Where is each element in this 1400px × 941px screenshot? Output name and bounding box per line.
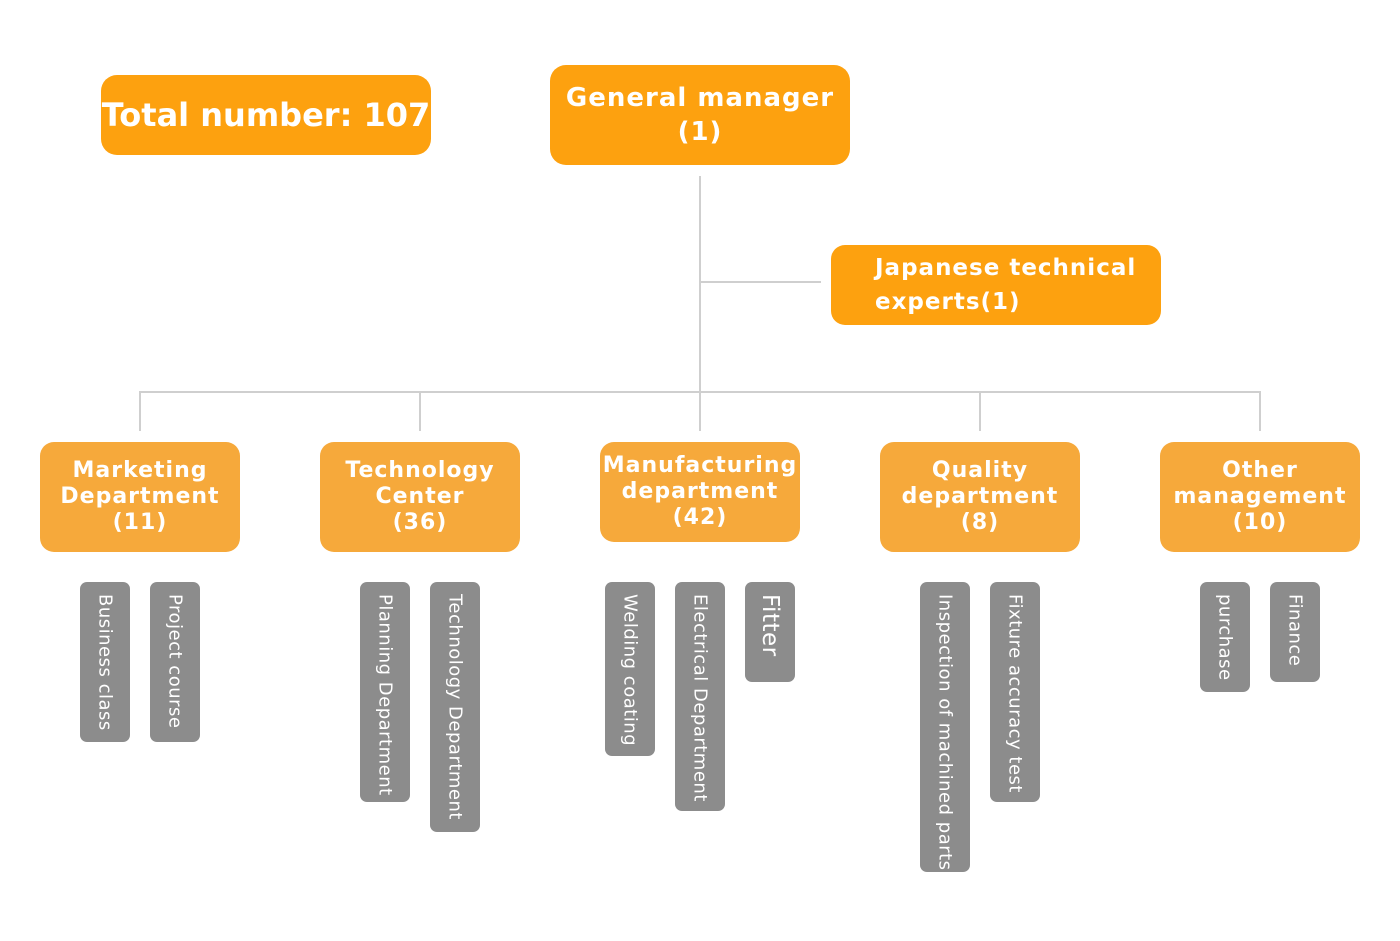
sub-unit-purchase: purchase	[1200, 582, 1250, 692]
general-manager-count: (1)	[677, 117, 723, 147]
sub-unit-label: Planning Department	[374, 594, 396, 796]
sub-unit-label: Finance	[1284, 594, 1306, 667]
dept-count: (42)	[672, 505, 728, 530]
sub-unit-project-course: Project course	[150, 582, 200, 742]
japanese-experts-line1: Japanese technical	[875, 255, 1137, 281]
dept-manufacturing: Manufacturing department (42)	[600, 442, 800, 542]
connector-dept-drop-technology	[419, 391, 421, 431]
sub-unit-finance: Finance	[1270, 582, 1320, 682]
sub-unit-technology-department: Technology Department	[430, 582, 480, 832]
sub-unit-label: Fitter	[757, 594, 783, 657]
sub-unit-fitter: Fitter	[745, 582, 795, 682]
dept-quality: Quality department (8)	[880, 442, 1080, 552]
dept-count: (8)	[960, 510, 1000, 535]
sub-unit-inspection-machined-parts: Inspection of machined parts	[920, 582, 970, 872]
japanese-experts-box: Japanese technical experts(1)	[831, 245, 1161, 325]
sub-unit-label: Business class	[94, 594, 116, 731]
total-number-label: Total number: 107	[101, 96, 431, 134]
dept-name-line2: management	[1173, 484, 1347, 509]
dept-name-line1: Manufacturing	[602, 453, 798, 478]
sub-unit-label: Project course	[164, 594, 186, 729]
general-manager-title: General manager	[565, 83, 835, 113]
dept-count: (10)	[1232, 510, 1288, 535]
connector-dept-drop-other	[1259, 391, 1261, 431]
dept-count: (11)	[112, 510, 168, 535]
dept-name-line2: Center	[375, 484, 465, 509]
sub-unit-label: Inspection of machined parts	[934, 594, 956, 871]
dept-name-line2: Department	[60, 484, 220, 509]
sub-unit-electrical-department: Electrical Department	[675, 582, 725, 811]
connector-gm-vertical	[699, 176, 701, 391]
sub-unit-planning-department: Planning Department	[360, 582, 410, 802]
japanese-experts-line2: experts(1)	[875, 289, 1021, 315]
total-number-box: Total number: 107	[101, 75, 431, 155]
connector-experts-horizontal	[700, 281, 821, 283]
dept-name-line1: Marketing	[72, 458, 208, 483]
connector-dept-drop-manufacturing	[699, 391, 701, 431]
dept-other: Other management (10)	[1160, 442, 1360, 552]
sub-unit-label: Fixture accuracy test	[1004, 594, 1026, 793]
dept-name-line1: Quality	[931, 458, 1029, 483]
connector-dept-drop-marketing	[139, 391, 141, 431]
connector-dept-drop-quality	[979, 391, 981, 431]
dept-name-line2: department	[621, 479, 779, 504]
dept-name-line2: department	[901, 484, 1059, 509]
sub-unit-business-class: Business class	[80, 582, 130, 742]
sub-unit-label: Welding coating	[619, 594, 641, 747]
sub-unit-label: Electrical Department	[689, 594, 711, 802]
dept-count: (36)	[392, 510, 448, 535]
sub-unit-label: Technology Department	[444, 594, 466, 820]
sub-unit-fixture-accuracy-test: Fixture accuracy test	[990, 582, 1040, 802]
dept-technology: Technology Center (36)	[320, 442, 520, 552]
dept-marketing: Marketing Department (11)	[40, 442, 240, 552]
dept-name-line1: Other	[1222, 458, 1298, 483]
dept-name-line1: Technology	[345, 458, 495, 483]
sub-unit-welding-coating: Welding coating	[605, 582, 655, 756]
sub-unit-label: purchase	[1214, 594, 1236, 681]
general-manager-box: General manager (1)	[550, 65, 850, 165]
